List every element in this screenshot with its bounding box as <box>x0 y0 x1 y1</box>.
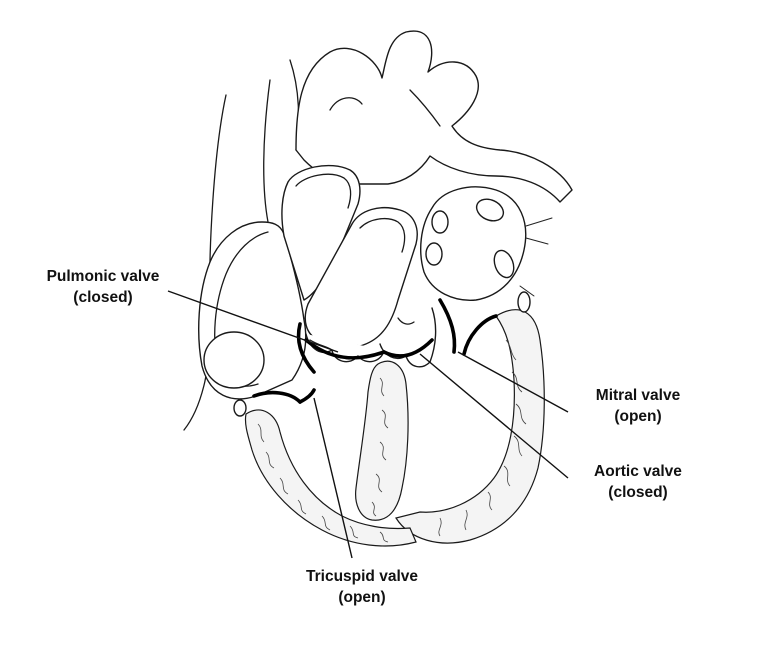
right-atrium <box>198 221 307 400</box>
tricuspid-leaflet-c <box>298 388 316 404</box>
pulmonic-valve-label: Pulmonic valve <box>47 268 160 285</box>
aortic-valve-state: (closed) <box>608 484 667 501</box>
tricuspid-leaflet-b <box>296 322 316 374</box>
interventricular-septum <box>355 360 409 521</box>
aortic-leader <box>419 353 569 479</box>
mitral-leader <box>457 351 569 413</box>
tricuspid-valve-label: Tricuspid valve <box>306 568 418 585</box>
mitral-leaflet-a <box>438 298 457 354</box>
aortic-arch <box>295 30 573 203</box>
mitral-valve-state: (open) <box>614 408 661 425</box>
tricuspid-valve-state: (open) <box>338 589 385 606</box>
leader-lines <box>167 290 569 559</box>
aortic-valve-label: Aortic valve <box>594 463 682 480</box>
aortic-root <box>304 206 418 347</box>
pulmonic-valve-bar <box>304 338 386 360</box>
right-ventricle-wall <box>233 399 417 547</box>
left-atrium <box>420 186 553 301</box>
aortic-valve-cusps <box>379 307 437 368</box>
mitral-valve-label: Mitral valve <box>596 387 681 404</box>
valve-leaflets <box>252 298 498 404</box>
pulmonic-valve-state: (closed) <box>73 289 132 306</box>
aortic-valve-bar <box>382 338 434 358</box>
left-ventricle-wall <box>395 291 545 544</box>
mitral-leaflet-b <box>462 314 498 356</box>
tricuspid-leader <box>313 397 353 559</box>
tricuspid-leaflet-a <box>252 390 302 404</box>
pulmonic-leader <box>167 290 339 353</box>
